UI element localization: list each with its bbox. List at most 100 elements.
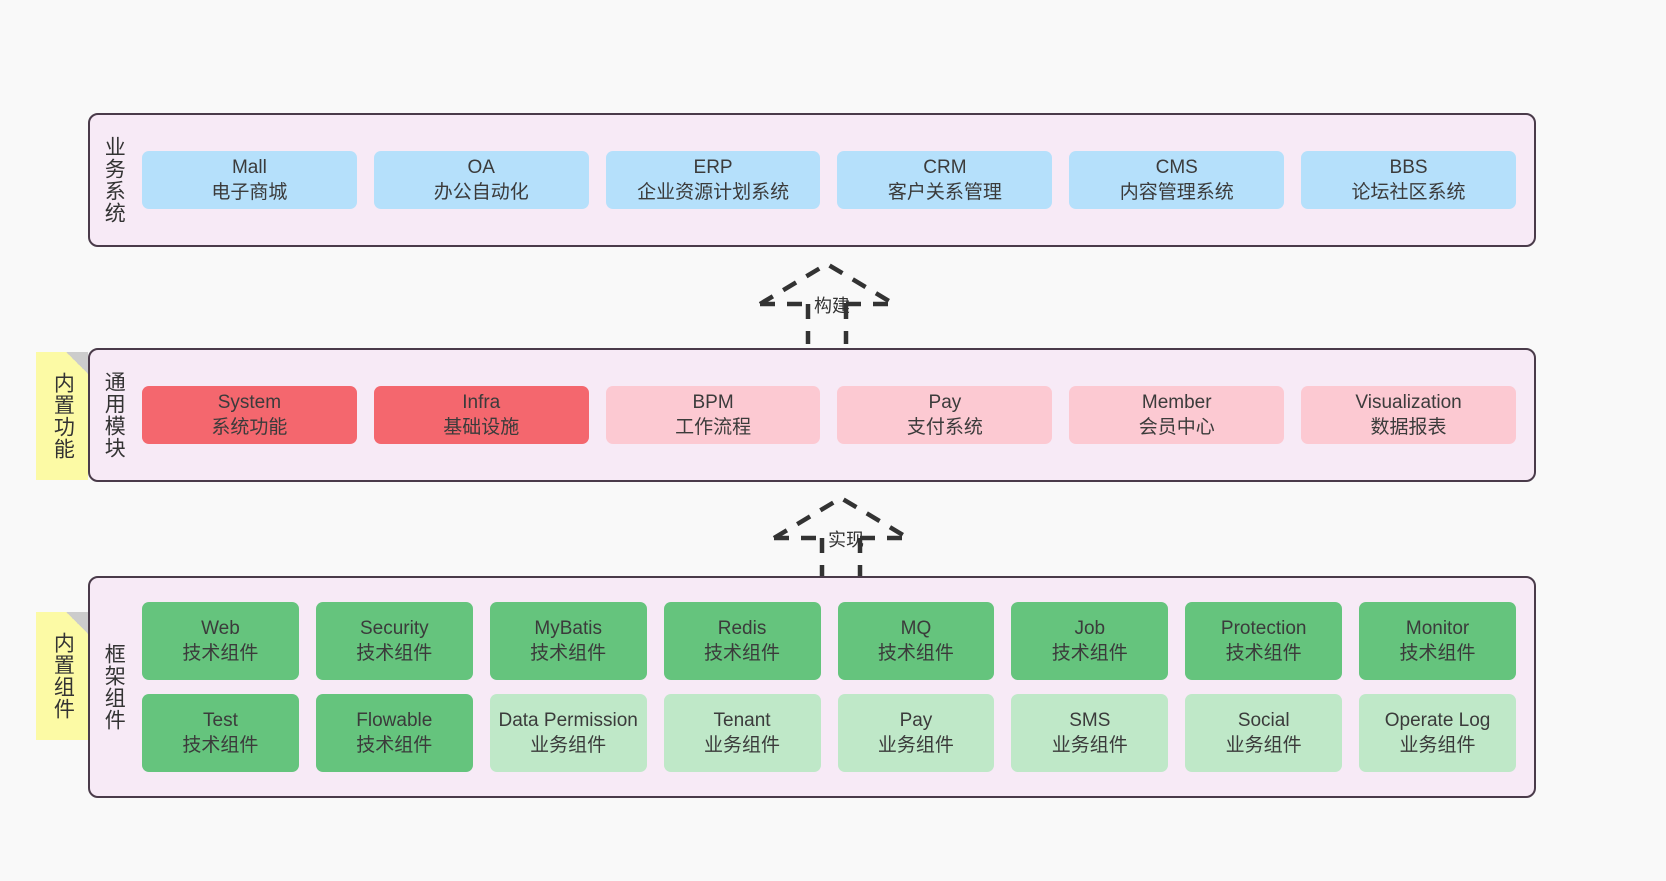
node-subtitle: 业务组件 [877,735,954,756]
node-name: Pay [899,709,933,731]
node-subtitle: 业务组件 [530,735,607,756]
node-web[interactable]: Web 技术组件 [142,602,299,680]
node-name: Data Permission [498,709,638,731]
node-name: Job [1074,617,1106,639]
node-operate-log[interactable]: Operate Log 业务组件 [1359,694,1516,772]
layer-body-common: System 系统功能 Infra 基础设施 BPM 工作流程 Pay 支付系统… [136,350,1534,480]
node-subtitle: 业务组件 [1051,735,1128,756]
layer-panel-framework: 框架组件 Web 技术组件 Security 技术组件 MyBatis 技术组件… [88,576,1536,798]
node-subtitle: 技术组件 [356,643,433,664]
node-name: ERP [693,156,733,178]
node-subtitle: 技术组件 [530,643,607,664]
node-subtitle: 办公自动化 [433,182,529,203]
node-social[interactable]: Social 业务组件 [1185,694,1343,772]
node-name: Security [359,617,429,639]
node-subtitle: 业务组件 [704,735,781,756]
layer-body-business: Mall 电子商城 OA 办公自动化 ERP 企业资源计划系统 CRM 客户关系… [136,115,1534,245]
node-monitor[interactable]: Monitor 技术组件 [1359,602,1516,680]
node-subtitle: 工作流程 [675,417,752,438]
node-subtitle: 技术组件 [1225,643,1302,664]
node-name: SMS [1069,709,1111,731]
note-builtin-function: 内置功能 [36,352,88,480]
node-name: CRM [923,156,967,178]
node-protection[interactable]: Protection 技术组件 [1185,602,1343,680]
node-subtitle: 技术组件 [1051,643,1128,664]
node-job[interactable]: Job 技术组件 [1011,602,1169,680]
node-name: Protection [1220,617,1307,639]
node-system[interactable]: System 系统功能 [142,385,357,445]
layer-title-business: 业务系统 [102,136,126,224]
node-pay-business[interactable]: Pay 业务组件 [837,694,995,772]
layer-title-framework: 框架组件 [102,643,126,731]
node-bpm[interactable]: BPM 工作流程 [605,385,821,445]
node-name: Flowable [356,709,433,731]
node-name: Member [1141,391,1212,413]
node-name: Visualization [1355,391,1462,413]
node-name: Mall [231,156,267,178]
node-subtitle: 基础设施 [443,417,520,438]
connector-implement-label: 实现 [828,530,864,550]
node-subtitle: 技术组件 [356,735,433,756]
node-mq[interactable]: MQ 技术组件 [837,602,995,680]
node-security[interactable]: Security 技术组件 [315,602,473,680]
node-flowable[interactable]: Flowable 技术组件 [315,694,473,772]
note-fold-corner-icon [66,612,88,634]
node-subtitle: 业务组件 [1225,735,1302,756]
layer-title-common: 通用模块 [102,371,126,459]
node-subtitle: 技术组件 [1399,643,1476,664]
node-name: Infra [462,391,501,413]
node-name: Operate Log [1384,709,1491,731]
node-subtitle: 技术组件 [182,735,259,756]
node-pay[interactable]: Pay 支付系统 [837,385,1053,445]
node-mybatis[interactable]: MyBatis 技术组件 [489,602,647,680]
node-subtitle: 技术组件 [877,643,954,664]
node-infra[interactable]: Infra 基础设施 [373,385,589,445]
node-name: Monitor [1405,617,1470,639]
node-subtitle: 企业资源计划系统 [637,182,790,203]
node-name: Social [1237,709,1290,731]
layer-panel-business: 业务系统 Mall 电子商城 OA 办公自动化 ERP 企业资源计划系统 CRM… [88,113,1536,247]
node-row: Mall 电子商城 OA 办公自动化 ERP 企业资源计划系统 CRM 客户关系… [142,150,1516,210]
node-name: CMS [1155,156,1198,178]
node-subtitle: 技术组件 [704,643,781,664]
node-test[interactable]: Test 技术组件 [142,694,299,772]
node-mall[interactable]: Mall 电子商城 [142,150,357,210]
node-member[interactable]: Member 会员中心 [1069,385,1285,445]
layer-body-framework: Web 技术组件 Security 技术组件 MyBatis 技术组件 Redi… [136,578,1534,796]
node-subtitle: 电子商城 [211,182,288,203]
node-name: Web [201,617,240,639]
node-name: Pay [928,391,962,413]
node-bbs[interactable]: BBS 论坛社区系统 [1301,150,1516,210]
connector-build-label: 构建 [814,296,850,316]
node-subtitle: 数据报表 [1370,417,1447,438]
node-cms[interactable]: CMS 内容管理系统 [1069,150,1285,210]
node-name: Tenant [713,709,771,731]
node-name: BBS [1389,156,1428,178]
node-subtitle: 客户关系管理 [887,182,1002,203]
node-name: BPM [692,391,734,413]
node-subtitle: 业务组件 [1399,735,1476,756]
node-redis[interactable]: Redis 技术组件 [663,602,821,680]
node-erp[interactable]: ERP 企业资源计划系统 [605,150,821,210]
node-name: System [217,391,282,413]
node-subtitle: 系统功能 [211,417,288,438]
node-oa[interactable]: OA 办公自动化 [373,150,589,210]
node-subtitle: 论坛社区系统 [1351,182,1466,203]
node-crm[interactable]: CRM 客户关系管理 [837,150,1053,210]
layer-panel-common: 通用模块 System 系统功能 Infra 基础设施 BPM 工作流程 Pay… [88,348,1536,482]
node-name: Redis [717,617,767,639]
node-subtitle: 会员中心 [1138,417,1215,438]
node-name: Test [203,709,238,731]
node-subtitle: 支付系统 [906,417,983,438]
node-row: Test 技术组件 Flowable 技术组件 Data Permission … [142,694,1516,772]
node-data-permission[interactable]: Data Permission 业务组件 [489,694,647,772]
node-sms[interactable]: SMS 业务组件 [1011,694,1169,772]
node-visualization[interactable]: Visualization 数据报表 [1301,385,1516,445]
node-subtitle: 内容管理系统 [1119,182,1234,203]
node-tenant[interactable]: Tenant 业务组件 [663,694,821,772]
node-name: OA [467,156,495,178]
node-name: MyBatis [534,617,602,639]
note-fold-corner-icon [66,352,88,374]
node-subtitle: 技术组件 [182,643,259,664]
